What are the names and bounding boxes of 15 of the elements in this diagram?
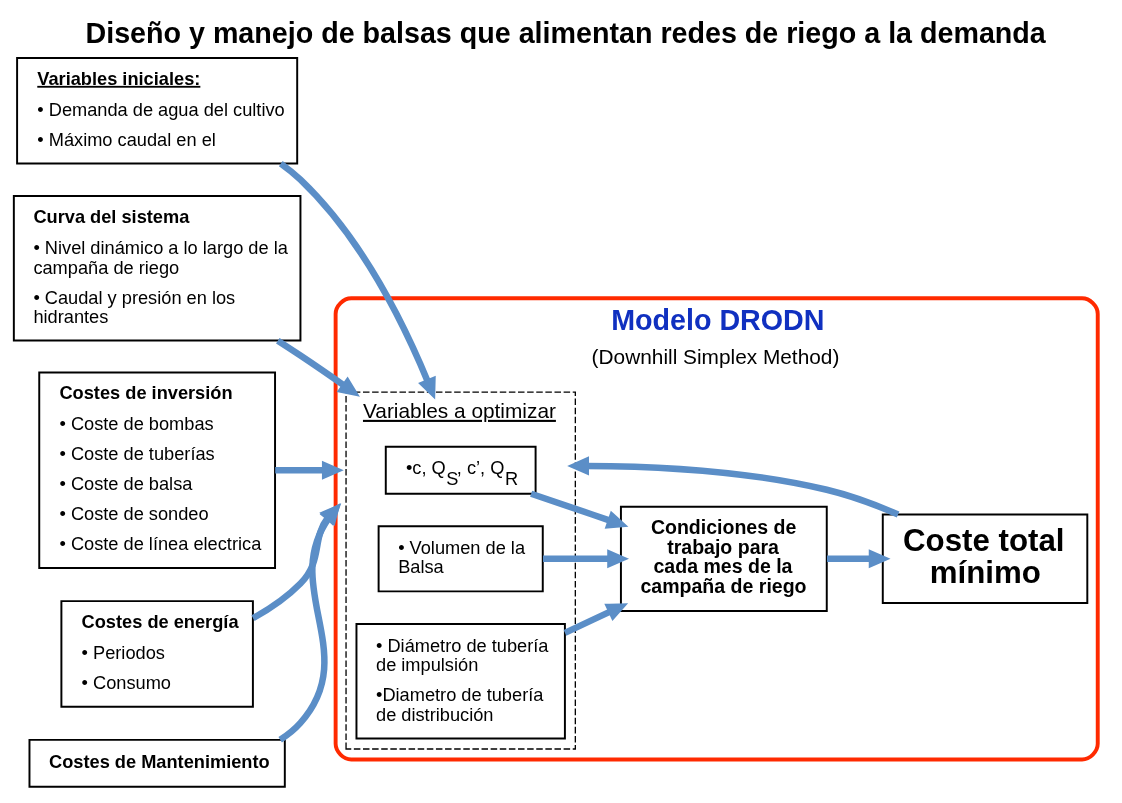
arrow [567,456,900,518]
node-box: • Diámetro de tubería de impulsión •Diametro de tubería de distribución [355,622,566,740]
node-box: Costes de energía • Periodos • Consumo [60,600,254,708]
node-box: Curva del sistema • Nivel dinámico a lo largo de la campaña de riego • Caudal y presión en los hidrantes [12,195,302,342]
arrow [278,160,436,400]
node-box: Costes de Mantenimiento [28,738,286,788]
node-box: Variables iniciales: • Demanda de agua del cultivo • Máximo caudal en el [16,56,299,165]
arrow [563,603,629,636]
node-box: • Volumen de la Balsa [377,525,544,593]
arrow [276,338,360,397]
node-box: Condiciones de trabajo para cada mes de la campaña de riego [619,505,828,612]
arrow [530,490,629,529]
diagram-title: Diseño y manejo de balsas que alimentan redes de riego a la demanda [85,17,1046,50]
node-box: Coste total mínimo [881,513,1089,605]
node-box: Costes de inversión • Coste de bombas • Coste de tuberías • Coste de balsa • Coste de sondeo • Coste de línea electrica [38,371,277,569]
